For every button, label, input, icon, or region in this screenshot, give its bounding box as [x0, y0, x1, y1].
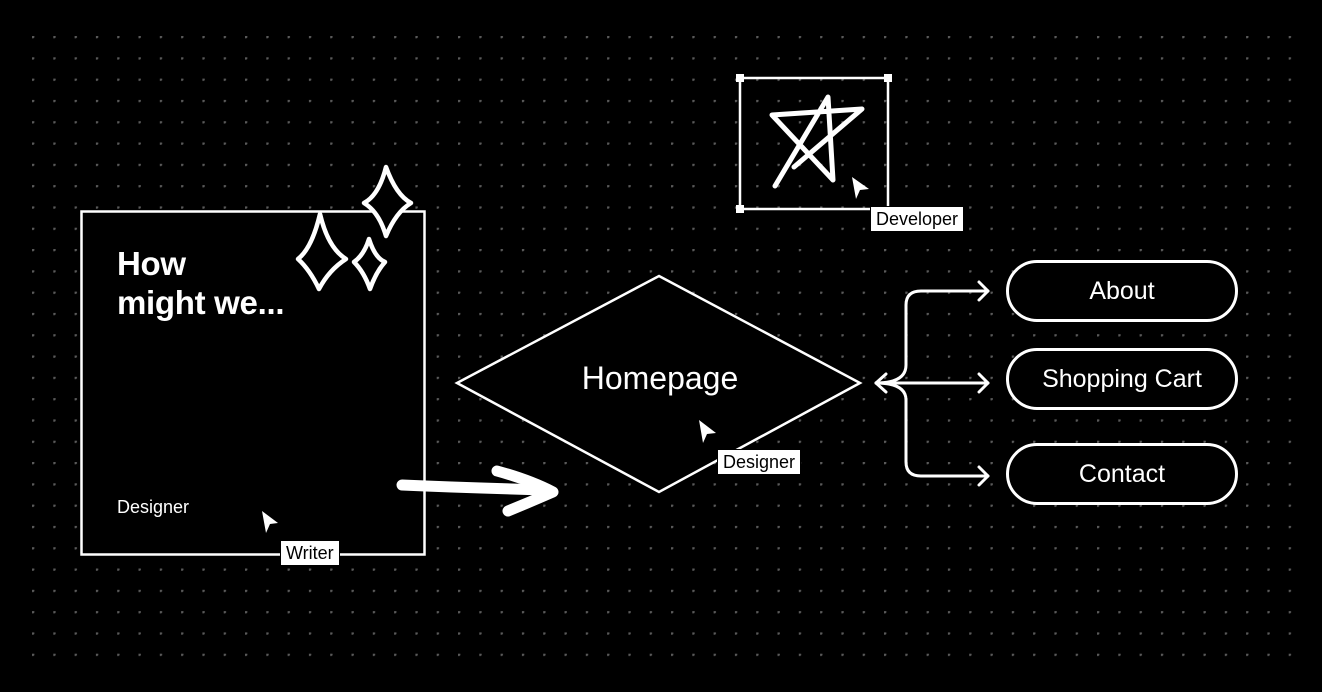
sparkle-icon[interactable]	[295, 164, 414, 292]
homepage-label[interactable]: Homepage	[581, 360, 739, 396]
cursor-tag-designer: Designer	[717, 449, 802, 475]
cursor-tag-writer: Writer	[280, 540, 340, 566]
homepage-decision-diamond[interactable]	[454, 274, 863, 494]
star-sketch-icon[interactable]	[769, 94, 865, 189]
nav-node-shopping-cart[interactable]: Shopping Cart	[1006, 348, 1238, 410]
nav-node-contact[interactable]: Contact	[1006, 443, 1238, 505]
star-selection-frame[interactable]	[736, 74, 892, 213]
card-heading[interactable]: How might we...	[117, 245, 285, 321]
card-author-label: Designer	[117, 497, 190, 517]
arrow-right-icon[interactable]	[396, 465, 559, 517]
cursor-arrow-icon	[262, 511, 278, 533]
cursor-arrow-icon	[699, 420, 716, 443]
nav-node-about[interactable]: About	[1006, 260, 1238, 322]
cursor-tag-developer: Developer	[870, 206, 965, 232]
cursor-arrow-icon	[852, 177, 869, 199]
branch-connector[interactable]	[874, 280, 990, 487]
